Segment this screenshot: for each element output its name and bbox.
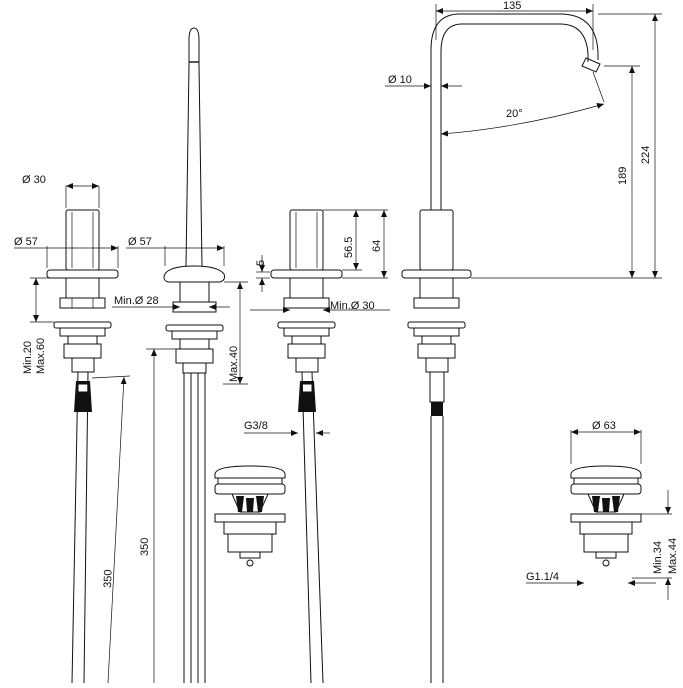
dim-d10: Ø 10 (388, 74, 412, 86)
dim-d30-left: Ø 30 (22, 174, 46, 186)
dim-min-d30: Min.Ø 30 (330, 300, 375, 312)
dim-135: 135 (503, 0, 521, 12)
spout-side-icon (401, 13, 601, 683)
dim-350-spout: 350 (139, 538, 151, 556)
dim-d57-left: Ø 57 (14, 236, 38, 248)
right-handle-icon (270, 209, 343, 684)
dim-max44: Max.44 (667, 538, 679, 574)
left-handle-icon (46, 209, 119, 684)
dim-max60: Max.60 (35, 338, 47, 374)
dim-min34: Min.34 (652, 541, 664, 574)
dim-20-deg: 20° (506, 108, 523, 120)
dimension-labels: Ø 30 Ø 57 Ø 57 Min.Ø 28 Min.Ø 30 5 56.5 … (14, 0, 679, 588)
dim-64: 64 (371, 240, 383, 252)
dim-5: 5 (255, 260, 267, 266)
dim-d63: Ø 63 (592, 420, 616, 432)
centre-spout-icon (163, 27, 225, 683)
dim-g3-8: G3/8 (244, 420, 268, 432)
dim-min-d28: Min.Ø 28 (114, 295, 159, 307)
dim-224: 224 (640, 146, 652, 164)
waste-valve-center-icon (214, 465, 286, 567)
dim-max40: Max.40 (228, 346, 240, 382)
dim-189: 189 (617, 167, 629, 185)
dim-min20: Min.20 (22, 341, 34, 374)
dimension-lines (14, 4, 672, 684)
dim-56-5: 56.5 (343, 237, 355, 258)
dim-d57-spout: Ø 57 (128, 236, 152, 248)
dim-g1-1-4: G1.1/4 (526, 571, 559, 583)
dim-350-left: 350 (102, 569, 115, 588)
waste-valve-right-icon (570, 465, 642, 567)
